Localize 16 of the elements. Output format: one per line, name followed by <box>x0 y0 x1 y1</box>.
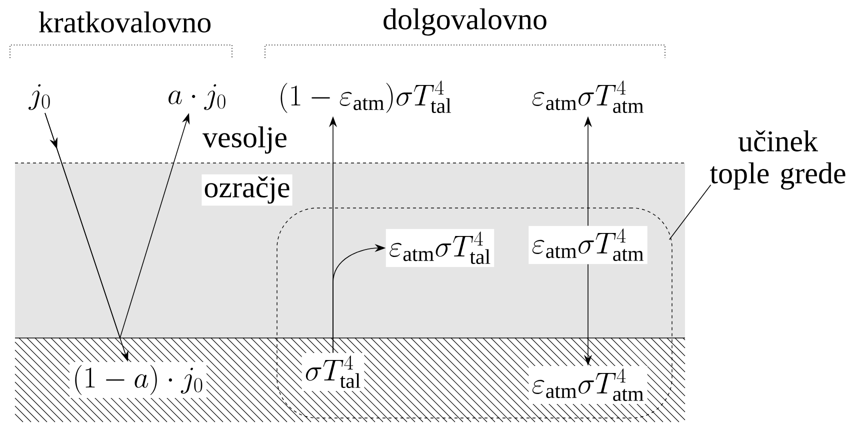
callout-label: učinek tople grede <box>710 130 846 190</box>
layer-label: ozračje <box>202 174 292 206</box>
band-label: dolgovalovno <box>384 8 546 36</box>
leader-line <box>668 184 712 240</box>
flux-label: $a\cdot j_0$ <box>164 81 230 113</box>
flux-label: $(1-\varepsilon_{\mathrm{atm}})\sigma T_{\mathrm{tal}}^4$ <box>275 78 455 116</box>
flux-label: $\varepsilon_{\mathrm{atm}}\sigma T_{\mathrm{atm}}^4$ <box>528 366 648 404</box>
band-label: kratkovalovno <box>38 11 211 33</box>
layer-label: vesolje <box>202 126 286 154</box>
flux-label: $\varepsilon_{\mathrm{atm}}\sigma T_{\mathrm{atm}}^4$ <box>528 226 648 264</box>
flux-label: $\varepsilon_{\mathrm{atm}}\sigma T_{\mathrm{tal}}^4$ <box>386 228 494 268</box>
flux-label: $\sigma T_{\mathrm{tal}}^4$ <box>302 352 364 392</box>
flux-label: $(1-a)\cdot j_0$ <box>70 362 207 398</box>
flux-label: $\varepsilon_{\mathrm{atm}}\sigma T_{\mathrm{atm}}^4$ <box>528 78 648 116</box>
dashed-region <box>276 208 672 418</box>
flux-label: $j_0$ <box>26 81 54 113</box>
